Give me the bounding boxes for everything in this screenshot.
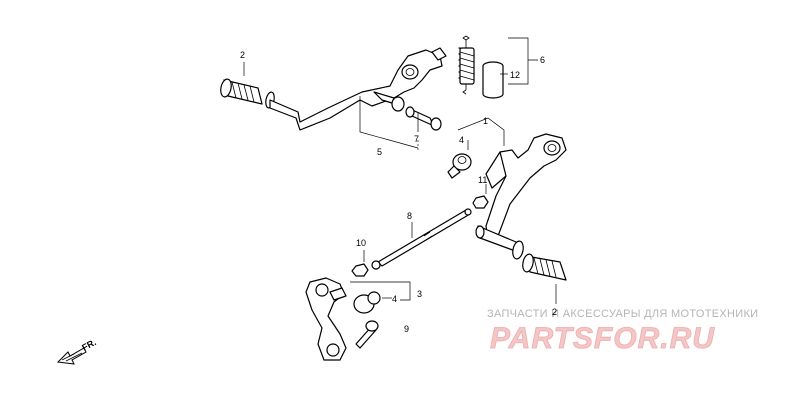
link-bolt bbox=[355, 320, 379, 349]
callout-4-top: 4 bbox=[459, 135, 464, 145]
watermark-brand: PARTSFOR.RU bbox=[490, 322, 715, 355]
spring bbox=[458, 35, 475, 95]
leader-lines bbox=[243, 37, 557, 304]
callout-numbers: 2 5 7 6 12 4 1 11 8 10 3 4 9 2 bbox=[240, 50, 557, 334]
callout-11: 11 bbox=[478, 175, 487, 185]
callout-2-top: 2 bbox=[240, 50, 245, 60]
callout-9: 9 bbox=[404, 324, 409, 334]
callout-3: 3 bbox=[417, 289, 422, 299]
shift-link-arm bbox=[305, 277, 347, 361]
shift-rod bbox=[371, 208, 472, 270]
pivot-bolt bbox=[405, 106, 442, 131]
gearshift-pedal bbox=[475, 133, 567, 253]
footpeg-rubber-right bbox=[512, 240, 567, 281]
callout-10: 10 bbox=[356, 238, 366, 248]
arrow-left-icon bbox=[56, 347, 87, 365]
callout-7: 7 bbox=[414, 134, 419, 144]
callout-5: 5 bbox=[377, 147, 382, 157]
front-direction-label: FR. bbox=[80, 337, 97, 353]
callout-1: 1 bbox=[483, 116, 488, 126]
nut bbox=[351, 263, 369, 277]
callout-12: 12 bbox=[510, 70, 520, 80]
brake-pedal-arm bbox=[269, 47, 447, 131]
callout-4-bottom: 4 bbox=[392, 294, 397, 304]
front-direction-indicator: FR. bbox=[56, 337, 98, 365]
watermark-tagline: ЗАПЧАСТИ И АКСЕССУАРЫ ДЛЯ МОТОТЕХНИКИ bbox=[487, 308, 758, 320]
nut-small bbox=[472, 195, 489, 209]
callout-8: 8 bbox=[407, 211, 412, 221]
pivot-bushing-top bbox=[447, 153, 472, 179]
callout-2-bottom: 2 bbox=[552, 307, 557, 317]
callout-6: 6 bbox=[540, 55, 545, 65]
collar bbox=[482, 61, 504, 99]
pivot-bushing-bottom bbox=[353, 291, 381, 314]
footpeg-rubber-left bbox=[220, 78, 275, 109]
watermark: ЗАПЧАСТИ И АКСЕССУАРЫ ДЛЯ МОТОТЕХНИКИ PA… bbox=[487, 308, 758, 355]
